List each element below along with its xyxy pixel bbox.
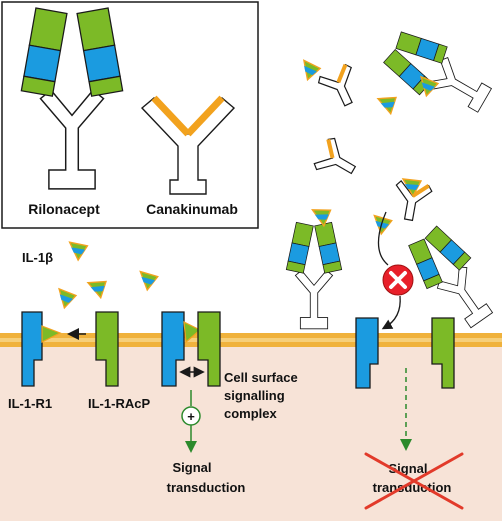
il1racp-receptor	[95, 311, 119, 387]
inset-panel: Rilonacept Canakinumab	[1, 1, 259, 229]
cytoplasm	[0, 345, 502, 521]
ligand-label: IL-1β	[22, 250, 53, 265]
svg-text:+: +	[187, 409, 195, 424]
canakinumab-antibody	[310, 133, 365, 188]
ligand	[67, 241, 89, 262]
ligand	[87, 278, 110, 301]
plus-circle-icon: +	[181, 406, 201, 426]
ligand	[377, 94, 400, 117]
blocked-binding-arrow	[377, 211, 389, 266]
rilonacept-free-mid	[285, 221, 343, 330]
ligand	[136, 270, 159, 293]
ligand	[54, 288, 78, 311]
ligand	[297, 59, 322, 84]
complex-label-line3: complex	[224, 406, 278, 421]
rilonacept-bound-top	[378, 22, 499, 125]
il1racp-receptor-blocked	[431, 317, 455, 389]
receptor2-label: IL-1-RAcP	[88, 396, 150, 411]
signalling-complex	[161, 311, 221, 387]
signal-label-line2: transduction	[167, 480, 246, 495]
free-ligands-left	[54, 241, 159, 311]
il1r1-receptor	[21, 311, 62, 387]
receptor1-label: IL-1-R1	[8, 396, 52, 411]
complex-label-line1: Cell surface	[224, 370, 298, 385]
rilonacept-structure	[20, 7, 124, 190]
cross-out-icon	[364, 452, 464, 510]
signal-label-line1: Signal	[172, 460, 211, 475]
complex-label-line2: signalling	[224, 388, 285, 403]
canakinumab-antibody	[314, 60, 367, 114]
canakinumab-label: Canakinumab	[146, 201, 238, 217]
canakinumab-structure	[140, 95, 236, 195]
rilonacept-label: Rilonacept	[28, 201, 100, 217]
il1r1-receptor-blocked	[355, 317, 379, 389]
red-x-circle-icon	[382, 264, 414, 296]
